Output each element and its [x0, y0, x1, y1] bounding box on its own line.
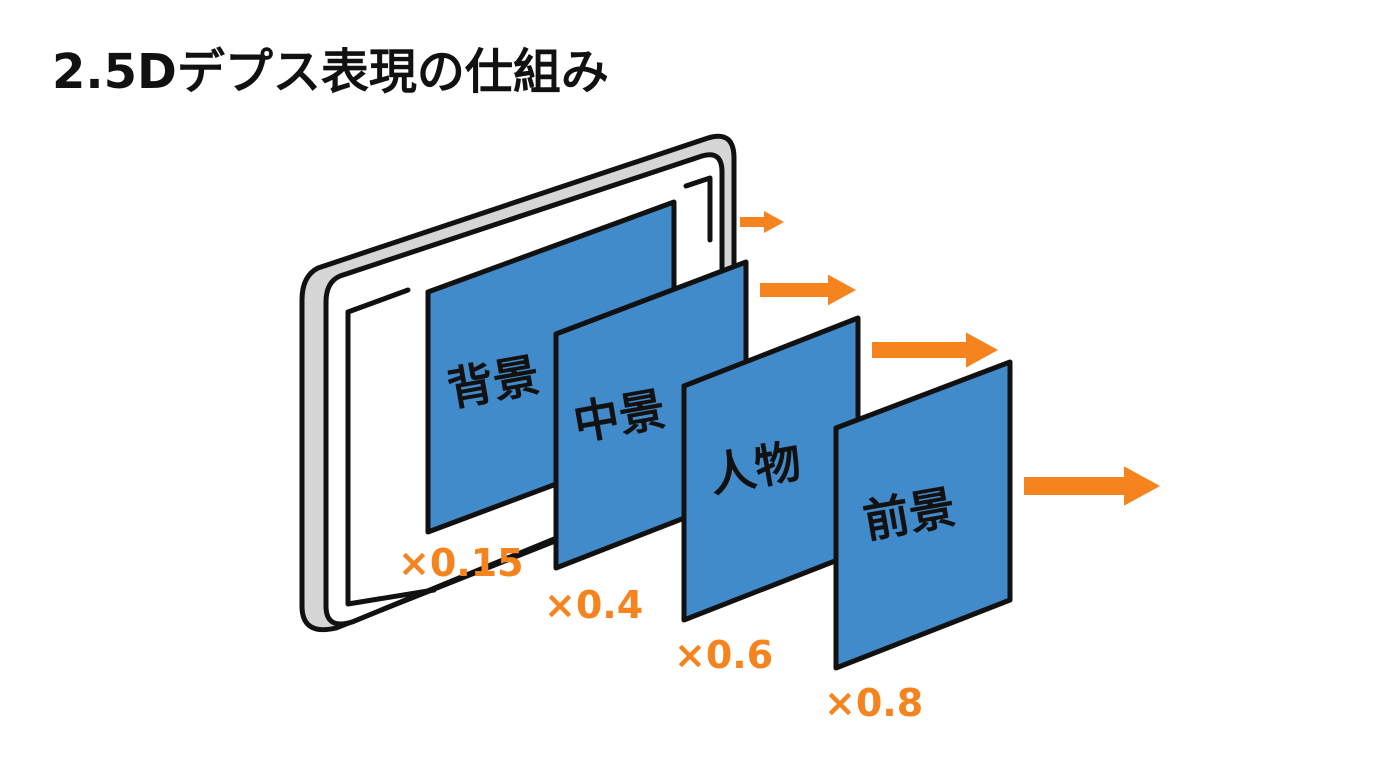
depth-factor-label: ×0.6	[674, 633, 773, 677]
depth-factor-label: ×0.4	[544, 583, 643, 627]
motion-arrow-icon	[1024, 466, 1160, 506]
layer-panel-3: 人物×0.6	[674, 315, 861, 677]
page-title: 2.5Dデプス表現の仕組み	[52, 44, 609, 100]
layer-panel-shape	[833, 359, 1013, 671]
depth-factor-label: ×0.8	[824, 681, 923, 725]
motion-arrow-icon	[740, 211, 784, 233]
tablet-screen-bottom-corner	[683, 175, 713, 243]
motion-arrow-icon	[760, 274, 856, 306]
layer-panel-4: 前景×0.8	[824, 359, 1013, 725]
motion-arrow-icon	[872, 332, 998, 368]
tablet-screen-top-corner	[345, 287, 437, 607]
depth-factor-label: ×0.15	[398, 541, 524, 585]
